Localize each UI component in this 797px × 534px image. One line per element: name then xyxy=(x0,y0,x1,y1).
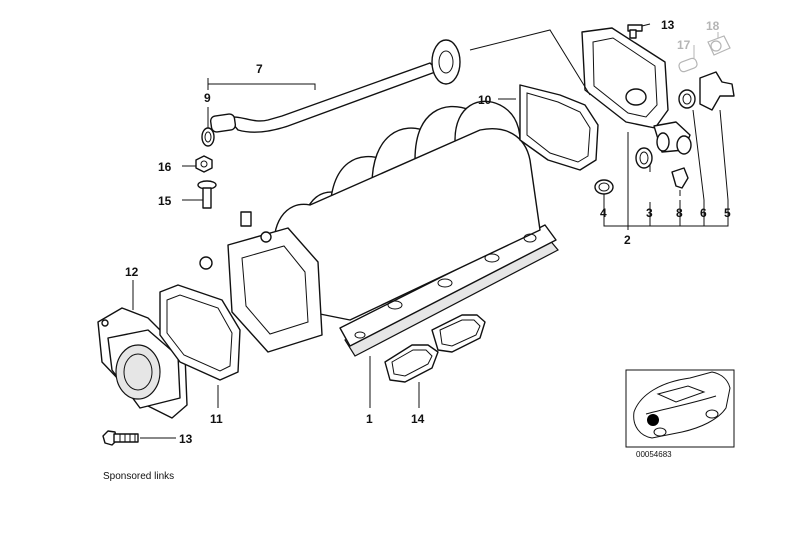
sponsored-links-label: Sponsored links xyxy=(103,471,175,482)
callout-13-top: 13 xyxy=(661,18,675,32)
callout-labels: 1 2 3 4 5 6 7 8 9 10 11 12 13 13 14 15 1… xyxy=(125,18,731,446)
seal-3 xyxy=(635,147,653,169)
gasket-11 xyxy=(159,284,241,381)
callout-5: 5 xyxy=(724,206,731,220)
callout-13-bottom: 13 xyxy=(179,432,193,446)
gasket-14 xyxy=(384,314,486,383)
callout-4: 4 xyxy=(600,206,607,220)
leader-lines xyxy=(132,23,729,439)
part-18 xyxy=(707,35,731,56)
screw-13-top xyxy=(627,24,643,39)
callout-7: 7 xyxy=(256,62,263,76)
car-location-icon xyxy=(633,371,731,439)
callout-16: 16 xyxy=(158,160,172,174)
nut-part xyxy=(195,155,213,173)
part-17 xyxy=(678,57,698,73)
pipe-assembly xyxy=(209,39,461,133)
o-ring-part xyxy=(201,127,215,147)
seal-4 xyxy=(594,179,614,195)
callout-14: 14 xyxy=(411,412,425,426)
housing-part xyxy=(581,27,692,155)
plug-8 xyxy=(671,167,689,189)
reference-number: 00054683 xyxy=(636,450,672,459)
callout-15: 15 xyxy=(158,194,172,208)
callout-17: 17 xyxy=(677,38,691,52)
callout-3: 3 xyxy=(646,206,653,220)
callout-10: 10 xyxy=(478,93,492,107)
elbow-5 xyxy=(699,71,735,111)
bolt-part xyxy=(197,180,217,209)
callout-6: 6 xyxy=(700,206,707,220)
callout-18: 18 xyxy=(706,19,720,33)
callout-8: 8 xyxy=(676,206,683,220)
locator-inset: 00054683 xyxy=(625,369,735,459)
callout-12: 12 xyxy=(125,265,139,279)
callout-11: 11 xyxy=(210,412,223,426)
intake-manifold xyxy=(199,100,559,357)
callout-2: 2 xyxy=(624,233,631,247)
callout-9: 9 xyxy=(204,91,211,105)
bolt-13-lower xyxy=(102,430,139,446)
seal-6 xyxy=(678,89,696,109)
callout-1: 1 xyxy=(366,412,373,426)
gasket-10 xyxy=(519,84,599,171)
